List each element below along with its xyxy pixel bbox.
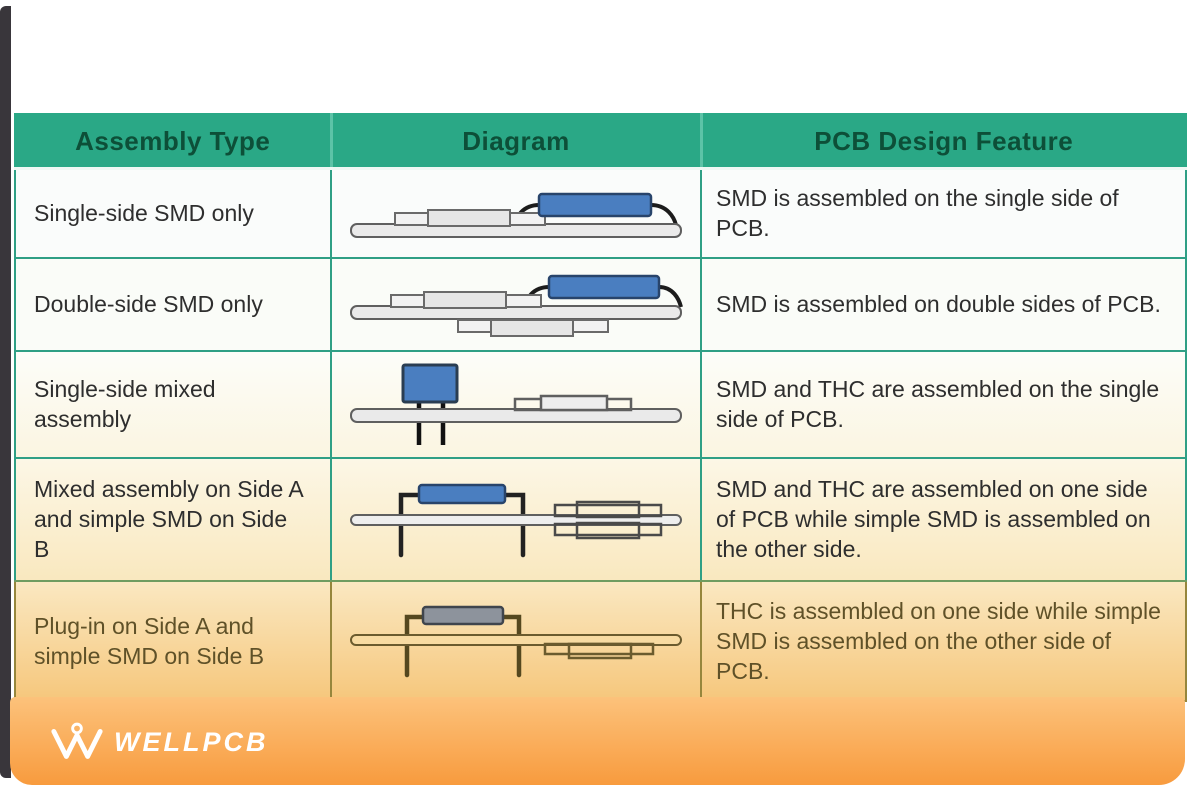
diagram-cell (330, 256, 702, 352)
axial-lead (498, 614, 522, 677)
footer-brand-bar: WELLPCB (10, 697, 1185, 785)
double-side-smd-diagram (350, 274, 683, 337)
plug-in-side-a-smd-side-b-diagram (350, 605, 682, 677)
diagram-cell (330, 579, 702, 702)
diagram-cell (330, 456, 702, 582)
assembly-type-cell: Single-side SMD only (14, 167, 332, 259)
table-header-row: Assembly Type Diagram PCB Design Feature (14, 113, 1187, 170)
axial-lead (500, 492, 526, 558)
table-row: Mixed assembly on Side A and simple SMD … (14, 456, 1187, 582)
gray-thc-component (421, 605, 505, 625)
brand-name: WELLPCB (114, 726, 269, 757)
axial-lead (398, 492, 424, 558)
feature-cell: THC is assembled on one side while simpl… (700, 579, 1187, 702)
table-row: Double-side SMD only SMD is assembled on… (14, 256, 1187, 352)
smd-chip-body (539, 394, 609, 412)
pcb-board (350, 633, 682, 646)
bottom-smd-chip-body (575, 521, 641, 540)
table-row: Single-side mixed assembly SMD and THC a… (14, 349, 1187, 459)
blue-smd-component (537, 193, 653, 218)
bottom-smd-chip-body (567, 642, 633, 659)
diagram-cell (330, 167, 702, 259)
assembly-type-cell: Mixed assembly on Side A and simple SMD … (14, 456, 332, 582)
bottom-smd-chip-body (490, 319, 574, 337)
smd-chip-body (423, 291, 507, 309)
header-diagram: Diagram (329, 113, 702, 170)
blue-axial-component (417, 483, 507, 505)
blue-smd-component (547, 274, 661, 300)
assembly-type-cell: Plug-in on Side A and simple SMD on Side… (14, 579, 332, 702)
mixed-assembly-side-a-smd-side-b-diagram (350, 483, 682, 558)
wellpcb-w-icon (51, 722, 103, 759)
header-assembly-type: Assembly Type (14, 113, 332, 170)
single-side-smd-diagram (350, 193, 682, 239)
smd-lead (650, 203, 678, 226)
feature-cell: SMD is assembled on the single side of P… (700, 167, 1187, 259)
smd-lead (658, 285, 683, 308)
blue-thc-component (401, 363, 459, 404)
smd-chip-body (427, 209, 511, 228)
table-row: Single-side SMD only SMD is assembled on… (14, 167, 1187, 259)
feature-cell: SMD and THC are assembled on the single … (700, 349, 1187, 459)
assembly-type-cell: Single-side mixed assembly (14, 349, 332, 459)
feature-cell: SMD and THC are assembled on one side of… (700, 456, 1187, 582)
assembly-type-table: Assembly Type Diagram PCB Design Feature… (14, 113, 1187, 702)
header-pcb-design-feature: PCB Design Feature (699, 113, 1187, 170)
single-side-mixed-assembly-diagram (350, 363, 682, 445)
table-row: Plug-in on Side A and simple SMD on Side… (14, 579, 1187, 702)
diagram-cell (330, 349, 702, 459)
axial-lead (404, 614, 428, 677)
feature-cell: SMD is assembled on double sides of PCB. (700, 256, 1187, 352)
brand-logo: WELLPCB (48, 719, 268, 765)
left-edge-strip (0, 6, 11, 778)
assembly-type-cell: Double-side SMD only (14, 256, 332, 352)
top-smd-chip-body (575, 500, 641, 519)
